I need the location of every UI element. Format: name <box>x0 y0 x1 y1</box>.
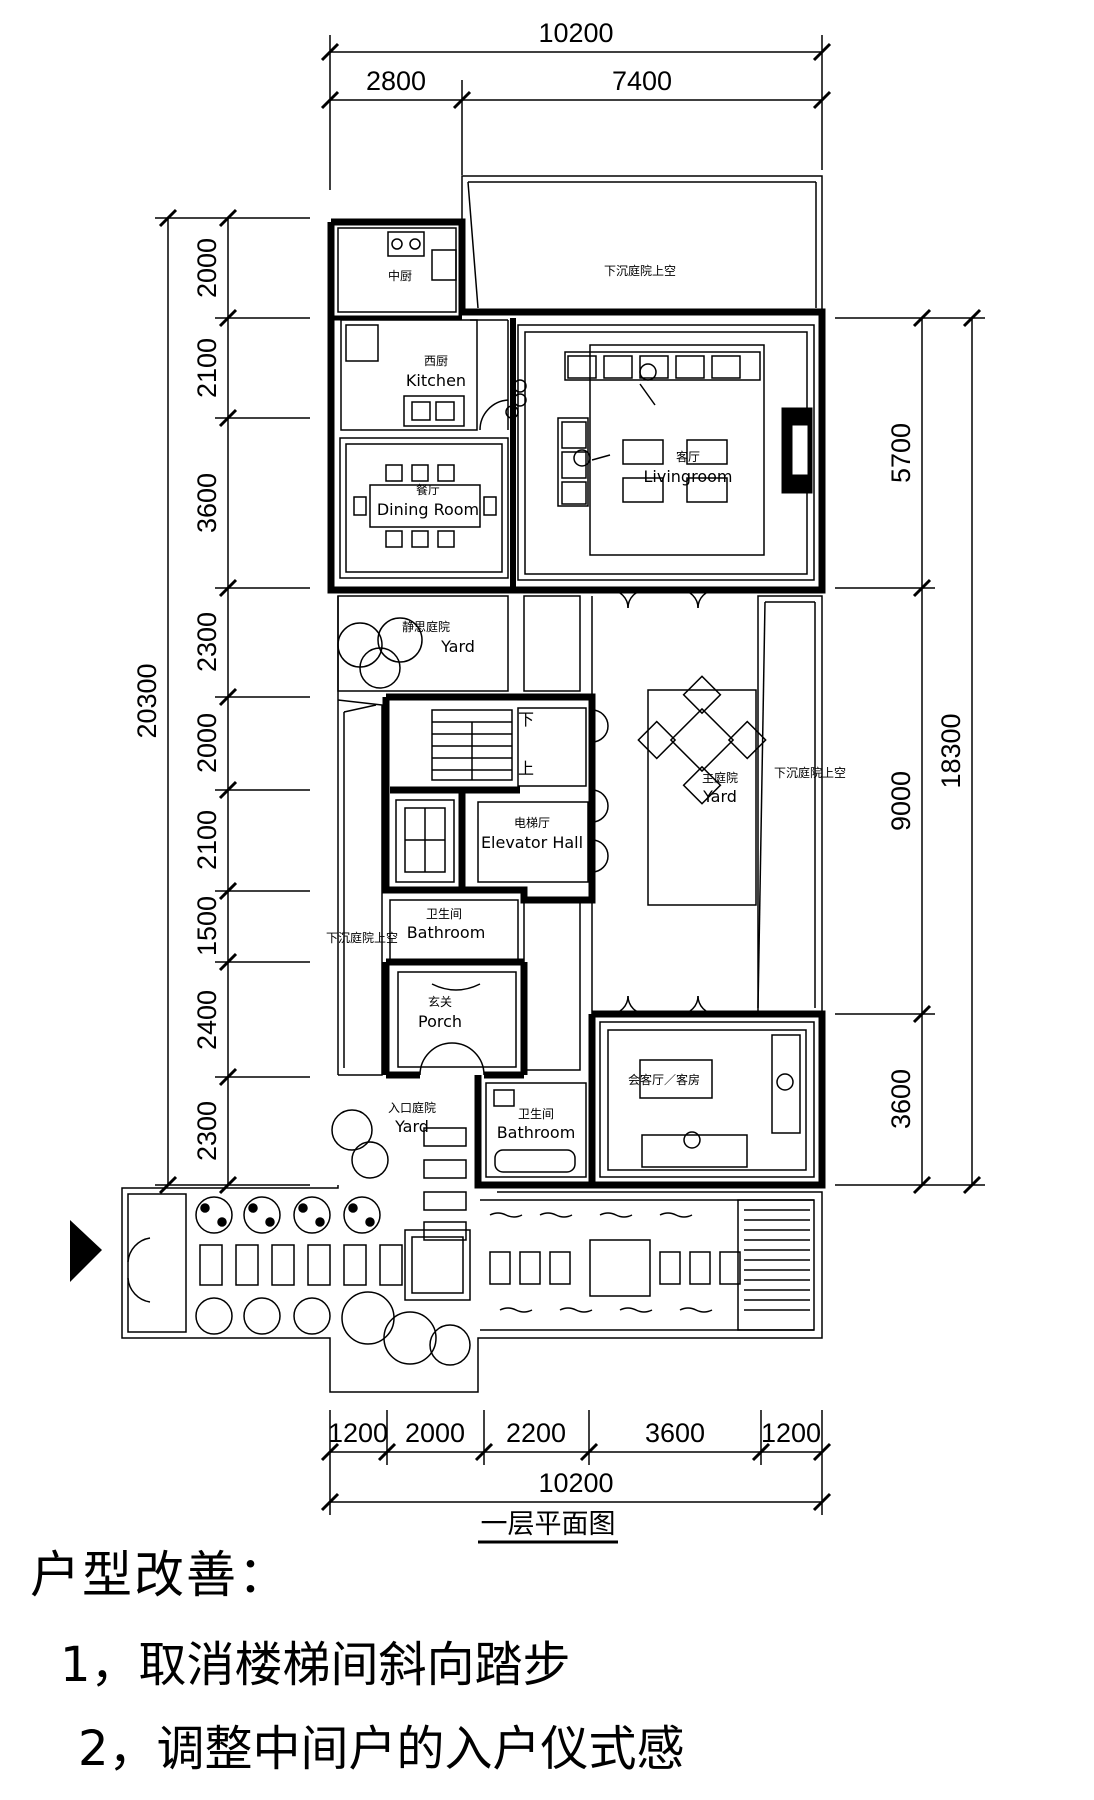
label-kitchen-en: Kitchen <box>406 371 466 390</box>
label-quiet-yard-en: Yard <box>440 637 475 656</box>
dim-top-total: 10200 <box>538 18 613 48</box>
notes-heading: 户型改善： <box>30 1546 290 1604</box>
right-dimension-lines <box>835 308 985 1195</box>
dim-right-seg-3: 3600 <box>886 1069 916 1129</box>
dining-room-outline <box>339 437 509 579</box>
sunken-court-right <box>757 595 823 1015</box>
sunken-court-top <box>461 175 823 314</box>
dim-top-right: 7400 <box>612 66 672 96</box>
dim-right-seg-2: 9000 <box>886 771 916 831</box>
label-sunken-right: 下沉庭院上空 <box>774 765 846 780</box>
dim-left-seg-3: 3600 <box>192 473 222 533</box>
label-western-kitchen: 西厨 <box>424 354 448 368</box>
dim-left-total: 20300 <box>132 663 162 738</box>
dim-left-seg-6: 2100 <box>192 810 222 870</box>
dim-bottom-seg-1: 1200 <box>328 1418 388 1448</box>
lower-block-walls <box>474 1010 826 1189</box>
label-entry-yard-en: Yard <box>394 1117 429 1136</box>
label-bath2-cn: 卫生间 <box>518 1107 554 1121</box>
label-elevator-en: Elevator Hall <box>481 833 583 852</box>
label-stair-up: 上 <box>518 759 534 778</box>
label-main-yard: 主庭院 <box>702 770 738 785</box>
dim-right-seg-1: 5700 <box>886 423 916 483</box>
bathroom-1-outline <box>389 899 519 961</box>
front-garden <box>121 1185 823 1393</box>
bathroom-2-outline <box>485 1082 587 1178</box>
dim-left-seg-5: 2000 <box>192 713 222 773</box>
label-porch-en: Porch <box>418 1012 462 1031</box>
elevator-hall-outline <box>477 801 589 883</box>
label-bath2-en: Bathroom <box>497 1123 576 1142</box>
quiet-yard <box>337 595 509 692</box>
notes-item-2: 2，调整中间户的入户仪式感 <box>78 1721 685 1777</box>
entry-yard <box>423 1127 467 1241</box>
main-yard <box>591 596 767 1014</box>
dim-left-seg-2: 2100 <box>192 338 222 398</box>
label-main-yard-en: Yard <box>702 787 737 806</box>
dim-bottom-seg-2: 2000 <box>405 1418 465 1448</box>
label-elevator-cn: 电梯厅 <box>514 816 550 830</box>
dim-bottom-seg-5: 1200 <box>761 1418 821 1448</box>
dim-bottom-total: 10200 <box>538 1468 613 1498</box>
dining-table <box>353 464 497 548</box>
dim-bottom-seg-4: 3600 <box>645 1418 705 1448</box>
label-bath1-en: Bathroom <box>407 923 486 942</box>
top-dimension-lines <box>320 35 832 190</box>
dim-left-seg-8: 2400 <box>192 990 222 1050</box>
label-entry-yard: 入口庭院 <box>388 1100 436 1115</box>
label-stair-down: 下 <box>518 710 534 729</box>
plan-title: 一层平面图 <box>481 1509 616 1540</box>
dim-left-seg-7: 1500 <box>192 896 222 956</box>
upper-block-walls <box>327 218 826 594</box>
kitchen-fixtures <box>345 231 527 431</box>
left-dimension-lines <box>155 208 310 1195</box>
notes-item-1: 1，取消楼梯间斜向踏步 <box>60 1637 571 1693</box>
guest-room-outline <box>599 1021 815 1178</box>
dim-bottom-seg-3: 2200 <box>506 1418 566 1448</box>
label-chinese-kitchen: 中厨 <box>388 268 412 283</box>
living-room-outline <box>517 324 815 581</box>
label-dining-en: Dining Room <box>377 500 479 519</box>
entry-arrow-icon <box>70 1220 102 1282</box>
stair-landing <box>517 707 587 787</box>
label-porch-cn: 玄关 <box>428 994 452 1009</box>
label-sunken-left: 下沉庭院上空 <box>326 930 398 945</box>
sunken-court-left <box>337 699 383 1076</box>
elevator-car <box>395 799 455 883</box>
dim-top-left: 2800 <box>366 66 426 96</box>
bottom-dimension-lines <box>320 1410 832 1515</box>
label-dining-cn: 餐厅 <box>416 482 440 497</box>
label-quiet-yard: 静思庭院 <box>402 619 450 634</box>
label-sunken-top: 下沉庭院上空 <box>604 263 676 278</box>
dim-left-seg-9: 2300 <box>192 1101 222 1161</box>
yard-doors <box>591 589 717 1015</box>
living-sofas <box>557 351 761 507</box>
label-living-cn: 客厅 <box>676 449 700 464</box>
trees <box>195 617 471 1366</box>
dim-left-seg-1: 2000 <box>192 238 222 298</box>
label-living-en: Livingroom <box>644 467 733 486</box>
dim-left-seg-4: 2300 <box>192 612 222 672</box>
dim-right-total: 18300 <box>936 713 966 788</box>
core-walls <box>382 693 596 1079</box>
porch-outline <box>397 971 517 1068</box>
label-guest-room: 会客厅／客房 <box>628 1072 700 1087</box>
label-bath1-cn: 卫生间 <box>426 907 462 921</box>
improvement-notes: 户型改善： 1，取消楼梯间斜向踏步 2，调整中间户的入户仪式感 <box>30 1535 685 1779</box>
